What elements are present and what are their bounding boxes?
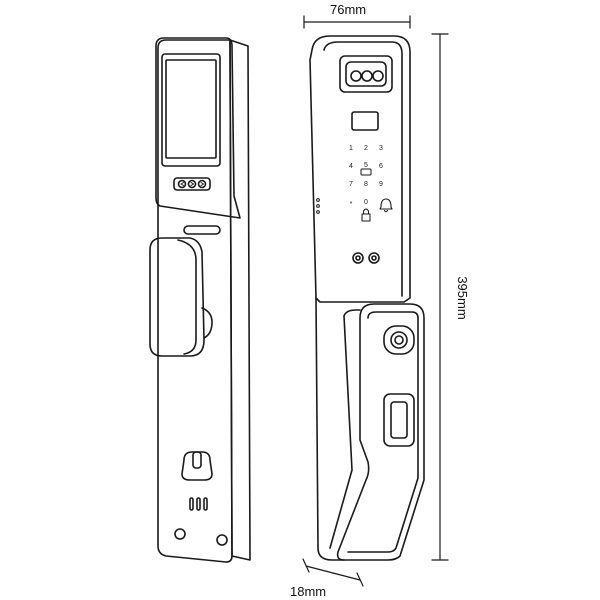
ir-sensor-left-inner bbox=[355, 255, 361, 261]
keypad-key-6[interactable]: 6 bbox=[379, 163, 383, 170]
keypad-key-8[interactable]: 8 bbox=[364, 181, 368, 188]
camera-lens-3-icon bbox=[372, 70, 384, 82]
screw-hole-right bbox=[216, 534, 228, 546]
handle-stem bbox=[201, 307, 213, 339]
fingerprint-reader-housing bbox=[383, 325, 415, 355]
thumb-turn[interactable] bbox=[181, 451, 213, 481]
keypad-key-0[interactable]: 0 bbox=[364, 199, 368, 206]
front-handle-connector bbox=[343, 309, 361, 317]
front-body-lower bbox=[315, 297, 345, 561]
vent-slot-right bbox=[203, 497, 208, 511]
screw-hole-left bbox=[174, 528, 186, 540]
screen-buttons-housing bbox=[173, 177, 211, 191]
keypad-key-9[interactable]: 9 bbox=[379, 181, 383, 188]
front-body-outline bbox=[309, 35, 411, 303]
card-reader-icon bbox=[360, 168, 372, 176]
keypad-key-5[interactable]: 5 bbox=[364, 162, 368, 169]
dimension-lines bbox=[302, 15, 449, 587]
lock-front-view bbox=[309, 35, 425, 561]
display-screen-frame bbox=[161, 53, 221, 167]
depth-dimension-line bbox=[305, 565, 361, 581]
keypad-key-3[interactable]: 3 bbox=[379, 145, 383, 152]
side-indicator-dot-3 bbox=[316, 210, 320, 214]
screen-center-button-icon bbox=[187, 179, 197, 189]
keypad-key-1[interactable]: 1 bbox=[349, 145, 353, 152]
keypad-key-2[interactable]: 2 bbox=[364, 145, 368, 152]
camera-module bbox=[339, 55, 393, 93]
lock-handle[interactable] bbox=[149, 237, 205, 357]
screen-module bbox=[155, 37, 241, 219]
height-dimension-label: 395mm bbox=[455, 276, 470, 319]
camera-lens-panel bbox=[345, 61, 387, 87]
ir-sensor-left-icon bbox=[352, 252, 364, 264]
front-body-inner-panel bbox=[323, 41, 403, 297]
thumb-turn-knob bbox=[192, 451, 202, 469]
handle-inner-edge bbox=[177, 239, 197, 355]
side-indicator-dot-1 bbox=[316, 198, 320, 202]
key-cylinder-housing bbox=[383, 393, 415, 447]
lock-perspective-view bbox=[149, 37, 251, 563]
keypad-key-7[interactable]: 7 bbox=[349, 181, 353, 188]
ir-sensor-right-inner bbox=[371, 255, 377, 261]
lock-body-front-plate bbox=[157, 39, 233, 563]
handle-slot bbox=[183, 225, 221, 235]
camera-lens-1-icon bbox=[350, 70, 362, 82]
camera-lens-2-icon bbox=[361, 70, 373, 82]
sensor-window bbox=[351, 111, 379, 131]
keypad: 1 2 3 4 5 6 7 8 9 * 0 bbox=[349, 145, 383, 208]
fingerprint-reader-center bbox=[394, 335, 404, 345]
side-indicator-dot-2 bbox=[316, 204, 320, 208]
front-handle[interactable] bbox=[336, 303, 425, 561]
display-screen bbox=[165, 59, 217, 159]
front-handle-neck bbox=[329, 315, 353, 549]
depth-dimension-label: 18mm bbox=[290, 584, 326, 599]
ir-sensor-right-icon bbox=[368, 252, 380, 264]
vent-slot-center bbox=[196, 497, 201, 511]
width-dimension-label: 76mm bbox=[330, 2, 366, 17]
screen-left-button-icon bbox=[177, 179, 187, 189]
lock-icon bbox=[361, 208, 371, 222]
key-cylinder-slot[interactable] bbox=[390, 401, 408, 439]
keypad-key-star[interactable]: * bbox=[350, 201, 353, 208]
fingerprint-reader-icon[interactable] bbox=[390, 331, 408, 349]
vent-slot-left bbox=[189, 497, 194, 511]
screen-right-button-icon bbox=[197, 179, 207, 189]
keypad-key-4[interactable]: 4 bbox=[349, 163, 353, 170]
front-handle-inner-edge bbox=[347, 311, 419, 553]
doorbell-icon bbox=[379, 198, 393, 213]
